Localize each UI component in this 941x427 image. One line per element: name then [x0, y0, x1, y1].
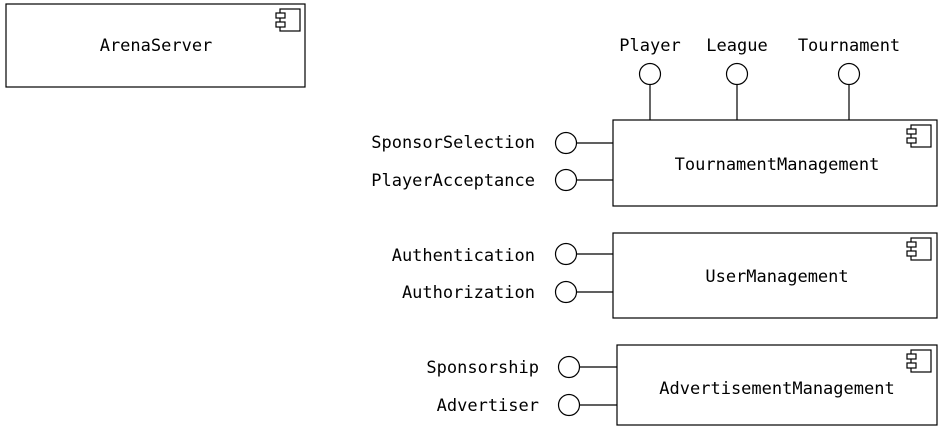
- interface-label-authorization: Authorization: [402, 283, 535, 303]
- advertisement-management-component: AdvertisementManagement Sponsorship Adve…: [426, 344, 938, 426]
- interface-label-tournament: Tournament: [798, 36, 900, 56]
- tournament-management-component: TournamentManagement SponsorSelection Pl…: [371, 119, 938, 207]
- interface-label-league: League: [706, 36, 767, 56]
- tournament-management-label: TournamentManagement: [675, 155, 880, 175]
- interface-lollipop-tournament: [837, 62, 861, 86]
- interface-lollipop-sponsorship: [557, 355, 581, 379]
- component-icon: [906, 237, 932, 261]
- advertisement-management-label: AdvertisementManagement: [659, 379, 894, 399]
- interface-lollipop-advertiser: [557, 393, 581, 417]
- user-management-label: UserManagement: [705, 267, 848, 287]
- component-icon: [906, 124, 932, 148]
- interface-label-authentication: Authentication: [392, 246, 535, 266]
- interface-lollipop-league: [725, 62, 749, 86]
- component-icon: [275, 8, 301, 32]
- user-management-component: UserManagement Authentication Authorizat…: [392, 232, 938, 319]
- interface-label-player: Player: [619, 36, 680, 56]
- interface-label-sponsorship: Sponsorship: [426, 358, 539, 378]
- arena-server-label: ArenaServer: [100, 36, 213, 56]
- component-icon: [906, 349, 932, 373]
- interface-lollipop-player: [638, 62, 662, 86]
- interface-lollipop-sponsor-selection: [554, 131, 578, 155]
- arena-server-component: ArenaServer: [5, 3, 306, 88]
- interface-lollipop-authentication: [554, 242, 578, 266]
- interface-label-sponsor-selection: SponsorSelection: [371, 133, 535, 153]
- top-interfaces: Player League Tournament: [619, 36, 900, 120]
- interface-lollipop-authorization: [554, 280, 578, 304]
- interface-label-player-acceptance: PlayerAcceptance: [371, 171, 535, 191]
- interface-label-advertiser: Advertiser: [437, 396, 539, 416]
- interface-lollipop-player-acceptance: [554, 168, 578, 192]
